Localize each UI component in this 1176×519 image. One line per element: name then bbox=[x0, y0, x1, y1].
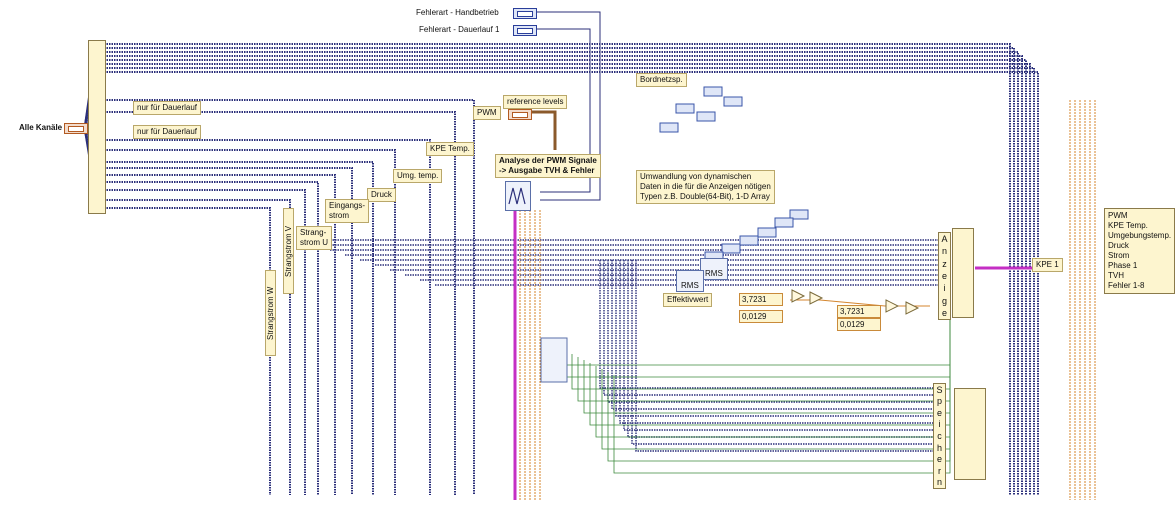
wire-dynamic bbox=[104, 72, 1038, 495]
speichern-letter: h bbox=[934, 443, 945, 453]
anzeige-letter: n bbox=[939, 246, 950, 256]
wire-dynamic bbox=[104, 200, 290, 495]
eingangsstrom-label: Eingangs- strom bbox=[325, 199, 369, 223]
conversion-node[interactable] bbox=[704, 87, 722, 96]
anzeige-letter: g bbox=[939, 296, 950, 306]
output-list-item: Phase 1 bbox=[1108, 261, 1171, 271]
speichern-letter: r bbox=[934, 466, 945, 476]
speichern-letter: e bbox=[934, 454, 945, 464]
nur-dauerlauf-label-2: nur für Dauerlauf bbox=[133, 125, 201, 139]
umwandlung-note: Umwandlung von dynamischen Daten in die … bbox=[636, 170, 775, 204]
wire-boolean bbox=[584, 320, 950, 413]
effektivwert-label: Effektivwert bbox=[663, 293, 712, 307]
fehlerart-handbetrieb-label: Fehlerart - Handbetrieb bbox=[416, 8, 499, 18]
speichern-letter: p bbox=[934, 396, 945, 406]
conversion-node[interactable] bbox=[775, 218, 793, 227]
anzeige-bundle[interactable] bbox=[952, 228, 974, 318]
fehlerart-dauerlauf-label: Fehlerart - Dauerlauf 1 bbox=[419, 25, 499, 35]
conversion-node[interactable] bbox=[740, 236, 758, 245]
output-list-item: Fehler 1-8 bbox=[1108, 281, 1171, 291]
strangstrom-w-label: Strangstrom W bbox=[265, 270, 276, 356]
wire-dynamic bbox=[104, 52, 1018, 495]
anzeige-letter: e bbox=[939, 308, 950, 318]
constant-gain-2[interactable]: 3,7231 bbox=[837, 305, 881, 318]
wire-boolean bbox=[560, 320, 950, 365]
output-list-item: TVH bbox=[1108, 271, 1171, 281]
arithmetic-node[interactable] bbox=[886, 300, 898, 312]
anzeige-letter: z bbox=[939, 259, 950, 269]
conversion-node[interactable] bbox=[758, 228, 776, 237]
conversion-node[interactable] bbox=[722, 244, 740, 253]
wire-dynamic bbox=[612, 260, 933, 409]
conversion-node[interactable] bbox=[697, 112, 715, 121]
strangstrom-u-label: Strang- strom U bbox=[296, 226, 332, 250]
output-list-item: Strom bbox=[1108, 251, 1171, 261]
split-signals-node[interactable] bbox=[88, 40, 106, 214]
wire-dynamic bbox=[628, 260, 933, 437]
wire-dynamic bbox=[104, 48, 1014, 495]
kpe1-indicator[interactable]: KPE 1 bbox=[1032, 258, 1063, 272]
wire-boolean bbox=[596, 320, 950, 437]
speichern-letter: S bbox=[934, 385, 945, 395]
wire-dynamic bbox=[616, 260, 933, 416]
anzeige-letter: A bbox=[939, 234, 950, 244]
anzeige-letter: i bbox=[939, 283, 950, 293]
constant-offset-1[interactable]: 0,0129 bbox=[739, 310, 783, 323]
speichern-letter: c bbox=[934, 431, 945, 441]
speichern-letter: n bbox=[934, 477, 945, 487]
conversion-node[interactable] bbox=[724, 97, 742, 106]
anzeige-letter: e bbox=[939, 271, 950, 281]
wire-dynamic bbox=[104, 208, 270, 495]
arithmetic-node[interactable] bbox=[906, 302, 918, 314]
wire-dynamic bbox=[104, 68, 1034, 495]
analyse-note: Analyse der PWM Signale -> Ausgabe TVH &… bbox=[495, 154, 601, 178]
alle-kanaele-label: Alle Kanäle bbox=[19, 123, 62, 133]
wire-dynamic bbox=[608, 260, 933, 402]
reference-levels-label: reference levels bbox=[503, 95, 567, 109]
wire-cluster bbox=[530, 112, 555, 150]
wire-boolean bbox=[614, 320, 950, 473]
wire-boolean bbox=[608, 320, 950, 461]
reference-levels-control[interactable] bbox=[508, 109, 532, 120]
output-list-item: Druck bbox=[1108, 241, 1171, 251]
wire-dynamic bbox=[104, 175, 335, 495]
nur-dauerlauf-label-1: nur für Dauerlauf bbox=[133, 101, 201, 115]
speichern-letter: i bbox=[934, 419, 945, 429]
constant-offset-2[interactable]: 0,0129 bbox=[837, 318, 881, 331]
umg-temp-label: Umg. temp. bbox=[393, 169, 442, 183]
conversion-node[interactable] bbox=[676, 104, 694, 113]
bordnetzsp-label: Bordnetzsp. bbox=[636, 73, 687, 87]
druck-label: Druck bbox=[367, 188, 396, 202]
speichern-bundle[interactable] bbox=[954, 388, 986, 480]
boolean-array-node[interactable] bbox=[541, 338, 567, 382]
rms-block-2[interactable]: RMS bbox=[676, 270, 704, 292]
wire-dynamic bbox=[104, 168, 352, 495]
fehlerart-handbetrieb-control[interactable] bbox=[513, 8, 537, 19]
pwm-label: PWM bbox=[473, 106, 501, 120]
conversion-node[interactable] bbox=[660, 123, 678, 132]
output-list-item: KPE Temp. bbox=[1108, 221, 1171, 231]
speichern-letter: e bbox=[934, 408, 945, 418]
pwm-analysis-subvi[interactable] bbox=[505, 181, 531, 211]
output-list-item: PWM bbox=[1108, 211, 1171, 221]
constant-gain-1[interactable]: 3,7231 bbox=[739, 293, 783, 306]
output-list-item: Umgebungstemp. bbox=[1108, 231, 1171, 241]
kpe-temp-label: KPE Temp. bbox=[426, 142, 474, 156]
strangstrom-v-label: Strangstrom V bbox=[283, 208, 294, 294]
fehlerart-dauerlauf-control[interactable] bbox=[513, 25, 537, 36]
rms-block-1[interactable]: RMS bbox=[700, 258, 728, 280]
alle-kanaele-control[interactable] bbox=[64, 123, 88, 134]
arithmetic-node[interactable] bbox=[810, 292, 822, 304]
